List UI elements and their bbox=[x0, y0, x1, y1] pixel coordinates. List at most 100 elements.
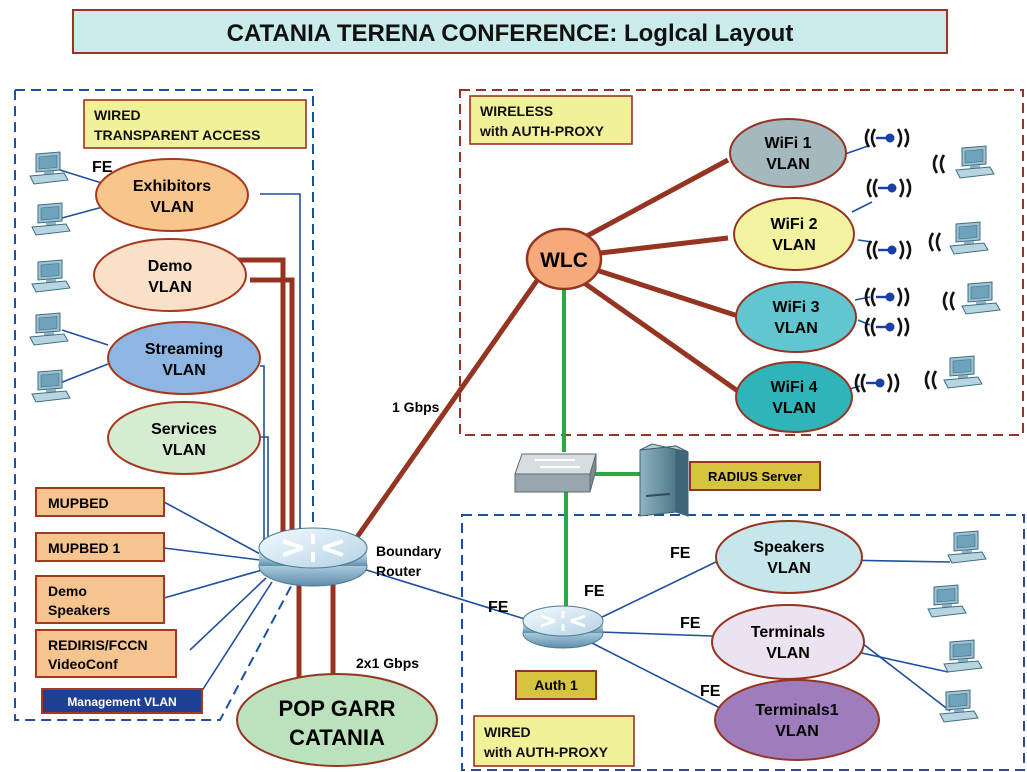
management-vlan-label: Management VLAN bbox=[67, 695, 176, 709]
switch-icon bbox=[514, 453, 597, 493]
exhibitors-vlan-line2: VLAN bbox=[150, 199, 194, 216]
wireless-signal-icon bbox=[932, 153, 946, 175]
pc-icon bbox=[29, 151, 69, 185]
wifi3-vlan-line1: WiFi 3 bbox=[773, 299, 820, 316]
demo-vlan-line2: VLAN bbox=[148, 279, 192, 296]
wired-auth-label bbox=[473, 715, 635, 767]
pc-icon bbox=[31, 202, 71, 236]
wired-auth-zone bbox=[461, 514, 1025, 771]
pc-icon bbox=[961, 281, 1001, 315]
streaming-vlan bbox=[107, 321, 261, 395]
fe-label: FE bbox=[488, 599, 509, 616]
wired-transparent-line2: TRANSPARENT ACCESS bbox=[94, 127, 260, 143]
demo-speakers-line1: Demo bbox=[48, 583, 87, 599]
wifi1-vlan bbox=[729, 118, 847, 188]
mupbed1-label: MUPBED 1 bbox=[48, 540, 121, 556]
pc-icon bbox=[31, 369, 71, 403]
pc-icon bbox=[29, 312, 69, 346]
green-links bbox=[562, 286, 640, 610]
uplink-1gbps-label: 1 Gbps bbox=[392, 399, 440, 415]
wifi1-vlan-line2: VLAN bbox=[766, 156, 810, 173]
rediris-line2: VideoConf bbox=[48, 656, 118, 672]
fe-label: FE bbox=[584, 583, 605, 600]
demo-speakers-box bbox=[35, 575, 165, 624]
wired-auth-line1: WIRED bbox=[484, 724, 531, 740]
terminals-vlan-line1: Terminals bbox=[751, 624, 826, 641]
pc-icon bbox=[943, 639, 983, 673]
wired-auth-line2: with AUTH-PROXY bbox=[483, 744, 609, 760]
title-box bbox=[72, 9, 948, 54]
wireless-signal-icon bbox=[864, 127, 910, 149]
exhibitors-vlan-line1: Exhibitors bbox=[133, 178, 211, 195]
streaming-vlan-line1: Streaming bbox=[145, 341, 223, 358]
fe-label: FE bbox=[700, 683, 721, 700]
auth1-box bbox=[515, 670, 597, 700]
speakers-vlan-line2: VLAN bbox=[767, 560, 811, 577]
terminals-vlan-line2: VLAN bbox=[766, 645, 810, 662]
pc-icon bbox=[927, 584, 967, 618]
wired-links bbox=[59, 145, 951, 712]
demo-speakers-line2: Speakers bbox=[48, 602, 110, 618]
wireless-label bbox=[469, 95, 633, 145]
exhibitors-vlan bbox=[95, 158, 249, 232]
wireless-signal-icon bbox=[854, 372, 900, 394]
demo-vlan-line1: Demo bbox=[148, 258, 193, 275]
boundary-router-line1: Boundary bbox=[376, 543, 442, 559]
pc-icon bbox=[939, 689, 979, 723]
wireless-zone bbox=[459, 89, 1024, 436]
router-icon bbox=[521, 604, 605, 650]
wifi3-vlan bbox=[735, 281, 857, 353]
server-icon bbox=[639, 443, 689, 517]
auth1-label: Auth 1 bbox=[534, 677, 578, 693]
fe-label: FE bbox=[670, 545, 691, 562]
wifi2-vlan-line2: VLAN bbox=[772, 237, 816, 254]
wifi2-vlan bbox=[733, 197, 855, 271]
wireless-signal-icon bbox=[864, 286, 910, 308]
wlc-node bbox=[525, 227, 603, 291]
speakers-vlan bbox=[715, 520, 863, 594]
wireless-signal-icon bbox=[866, 239, 912, 261]
wireless-signal-icon bbox=[864, 316, 910, 338]
wired-transparent-line1: WIRED bbox=[94, 107, 141, 123]
wireless-signal-icon bbox=[942, 290, 956, 312]
wireless-signal-icon bbox=[866, 177, 912, 199]
terminals1-vlan bbox=[714, 679, 880, 761]
streaming-vlan-line2: VLAN bbox=[162, 362, 206, 379]
wired-transparent-zone bbox=[14, 89, 314, 721]
boundary-router-line2: Router bbox=[376, 563, 422, 579]
fe-label: FE bbox=[92, 159, 113, 176]
pop-garr-line1: POP GARR bbox=[279, 696, 396, 721]
mupbed-label: MUPBED bbox=[48, 495, 109, 511]
radius-server-label: RADIUS Server bbox=[708, 469, 802, 484]
wireless-signal-icon bbox=[928, 231, 942, 253]
fe-label: FE bbox=[680, 615, 701, 632]
services-vlan bbox=[107, 401, 261, 475]
uplink-2x1gbps-label: 2x1 Gbps bbox=[356, 655, 419, 671]
management-vlan-box bbox=[41, 688, 203, 714]
pop-garr-node bbox=[236, 673, 438, 767]
mupbed-box bbox=[35, 487, 165, 517]
wired-transparent-label bbox=[83, 99, 307, 149]
pc-icon bbox=[955, 145, 995, 179]
terminals1-vlan-line2: VLAN bbox=[775, 723, 819, 740]
wireless-line1: WIRELESS bbox=[480, 103, 553, 119]
services-vlan-line1: Services bbox=[151, 421, 217, 438]
rediris-line1: REDIRIS/FCCN bbox=[48, 637, 148, 653]
pop-garr-line2: CATANIA bbox=[289, 725, 385, 750]
radius-server-box bbox=[689, 461, 821, 491]
wifi3-vlan-line2: VLAN bbox=[774, 320, 818, 337]
wireless-line2: with AUTH-PROXY bbox=[479, 123, 605, 139]
wifi4-vlan-line2: VLAN bbox=[772, 400, 816, 417]
terminals1-vlan-line1: Terminals1 bbox=[755, 702, 838, 719]
wlc-label: WLC bbox=[540, 249, 588, 272]
page-title: CATANIA TERENA CONFERENCE: Loglcal Layou… bbox=[227, 20, 794, 47]
services-vlan-line2: VLAN bbox=[162, 442, 206, 459]
terminals-vlan bbox=[711, 604, 865, 680]
wifi4-vlan-line1: WiFi 4 bbox=[771, 379, 818, 396]
speakers-vlan-line1: Speakers bbox=[753, 539, 824, 556]
pc-icon bbox=[949, 221, 989, 255]
rediris-box bbox=[35, 629, 177, 678]
pc-icon bbox=[943, 355, 983, 389]
wifi1-vlan-line1: WiFi 1 bbox=[765, 135, 812, 152]
